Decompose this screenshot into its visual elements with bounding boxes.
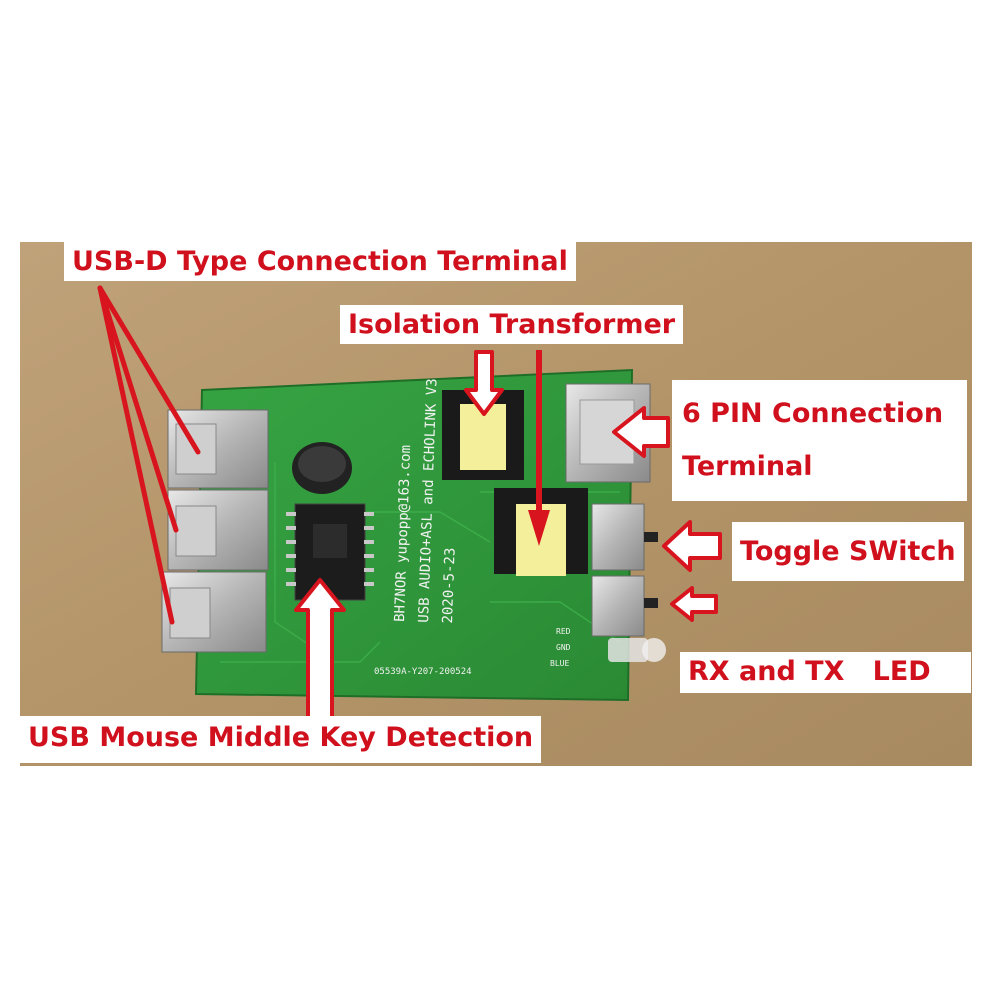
usb-b-connectors — [161, 409, 269, 653]
pcb-led-gnd: GND — [556, 643, 571, 652]
led — [608, 638, 666, 662]
pcb-text-line1: BH7NOR yupopp@163.com — [392, 445, 414, 622]
transformers — [442, 390, 588, 576]
label-six-pin-terminal: 6 PIN Connection Terminal — [672, 380, 967, 502]
pcb-part-number: 05539A-Y207-200524 — [374, 667, 472, 677]
pcb-text-line3: 2020-5-23 — [440, 547, 459, 623]
label-rx-tx-led: RX and TX LED — [680, 652, 971, 694]
ic-chip — [286, 503, 374, 601]
label-usb-d-terminal: USB-D Type Connection Terminal — [64, 242, 576, 282]
pcb-led-blue: BLUE — [550, 659, 569, 668]
pcb-led-red: RED — [556, 627, 571, 636]
toggle-switches — [591, 503, 658, 637]
label-mouse-middle-key: USB Mouse Middle Key Detection — [20, 716, 542, 764]
label-isolation-transformer: Isolation Transformer — [340, 305, 684, 345]
label-toggle-switch: Toggle SWitch — [732, 522, 964, 582]
